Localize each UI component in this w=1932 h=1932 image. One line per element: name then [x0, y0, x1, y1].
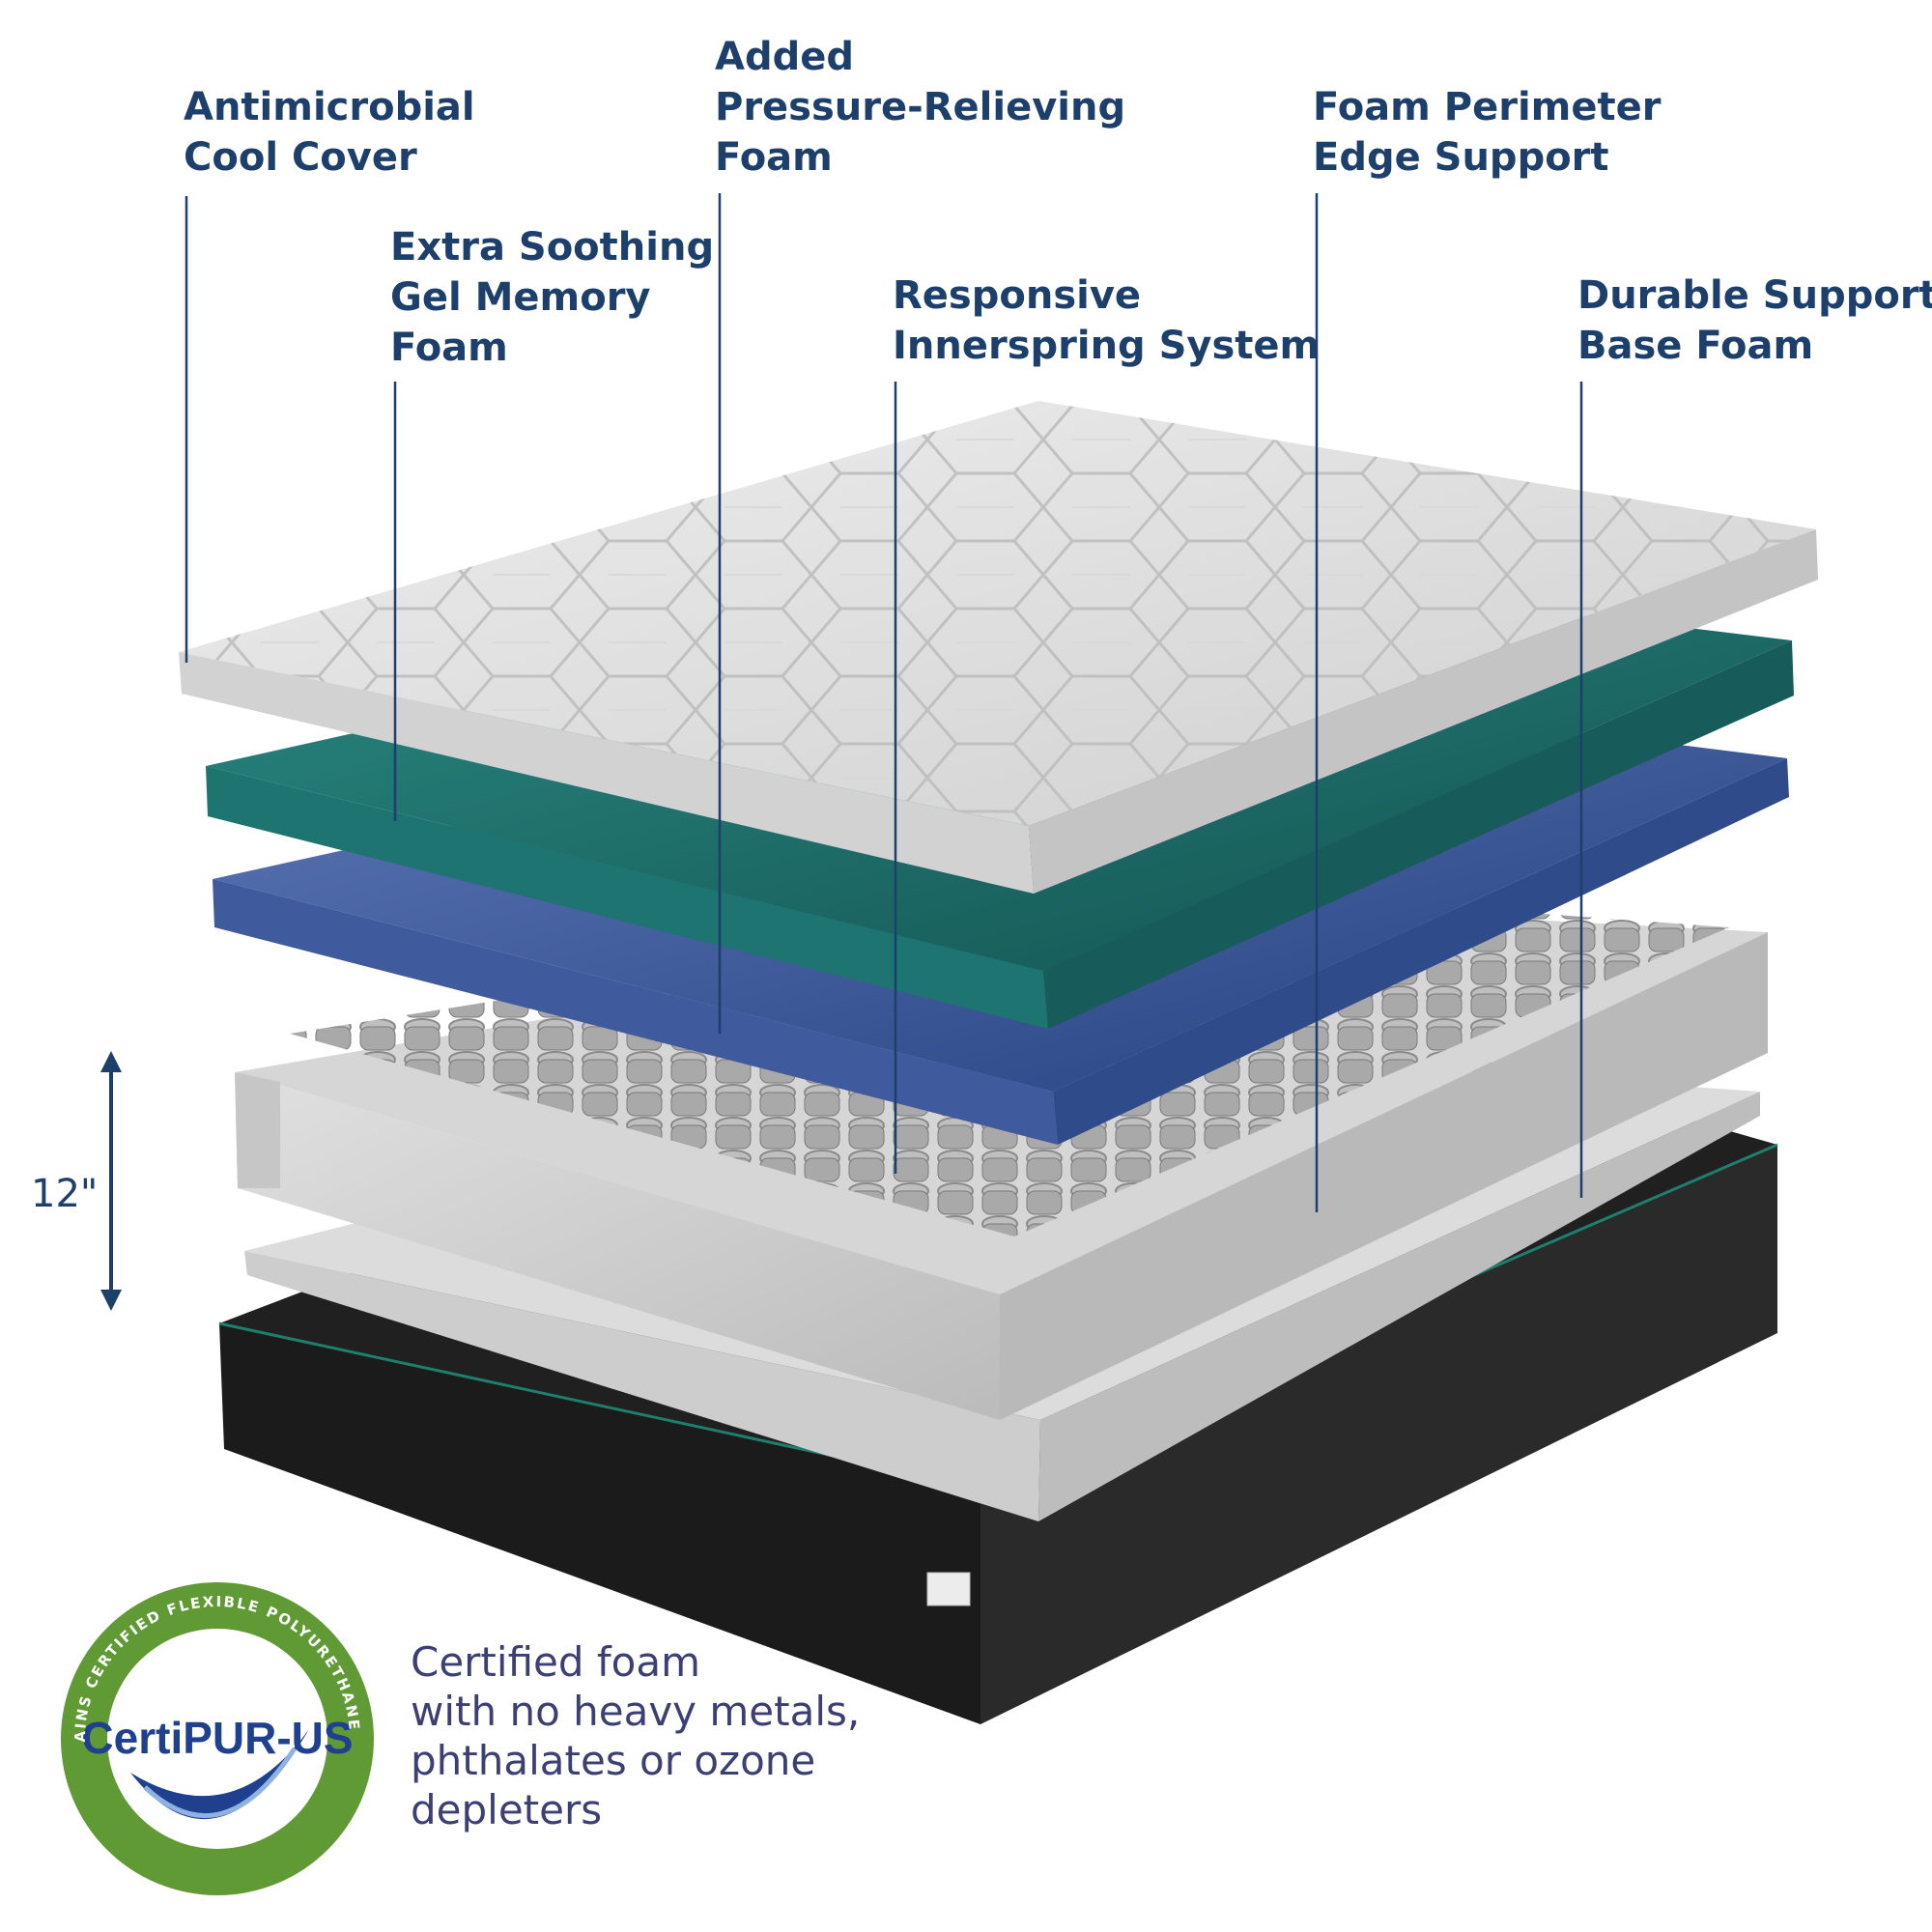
- cover-front: [179, 652, 1034, 894]
- label-line: Foam: [715, 135, 833, 180]
- description-line: depleters: [411, 1786, 603, 1833]
- label-innerspring: Responsive Innerspring System: [893, 270, 1320, 371]
- spring-frame-front: [235, 1072, 1000, 1420]
- label-antimicrobial-cover: Antimicrobial Cool Cover: [184, 82, 475, 183]
- label-line: Added: [715, 35, 854, 79]
- label-line: Extra Soothing: [390, 225, 715, 270]
- label-line: Edge Support: [1313, 135, 1609, 180]
- description-line: Certified foam: [411, 1638, 701, 1686]
- cover-hex-texture: [179, 401, 1816, 826]
- blue-foam-front: [213, 879, 1058, 1145]
- cool-cover-layer: [179, 401, 1818, 894]
- label-edge-support: Foam Perimeter Edge Support: [1313, 82, 1661, 183]
- gel-foam-front: [206, 766, 1048, 1029]
- label-line: Base Foam: [1577, 324, 1814, 368]
- gel-foam-side: [1043, 640, 1794, 1029]
- label-line: Durable Support: [1577, 273, 1932, 318]
- label-line: Foam Perimeter: [1313, 85, 1662, 129]
- height-label: 12": [31, 1172, 99, 1216]
- badge-swoosh-light-icon: [143, 1747, 298, 1819]
- height-arrow-up-icon: [100, 1051, 122, 1072]
- badge-name: CertiPUR-US: [81, 1713, 353, 1763]
- label-line: Antimicrobial: [184, 85, 475, 129]
- label-line: Innerspring System: [893, 324, 1321, 368]
- label-base-foam: Durable Support Base Foam: [1577, 270, 1932, 371]
- label-line: Gel Memory: [390, 275, 651, 320]
- spring-frame-side: [1000, 932, 1768, 1420]
- label-line: Pressure-Relieving: [715, 85, 1126, 129]
- description-line: with no heavy metals,: [411, 1688, 861, 1735]
- certification-description: Certified foam with no heavy metals, pht…: [411, 1637, 860, 1834]
- base-foam-front: [244, 1251, 1040, 1521]
- label-line: Responsive: [893, 273, 1142, 318]
- label-line: Foam: [390, 326, 508, 370]
- outer-base-front: [219, 1323, 980, 1724]
- base-foam-side: [1038, 1092, 1760, 1521]
- callout-leader-lines: [185, 193, 1583, 1212]
- height-indicator: [100, 1051, 122, 1311]
- outer-base-side: [980, 1145, 1777, 1724]
- label-line: Cool Cover: [184, 135, 417, 180]
- cover-side: [1029, 529, 1818, 894]
- blue-foam-side: [1053, 758, 1789, 1145]
- label-pressure-relieving-foam: Added Pressure-Relieving Foam: [715, 32, 1125, 183]
- description-line: phthalates or ozone: [411, 1737, 816, 1784]
- height-arrow-down-icon: [100, 1290, 122, 1311]
- spring-frame-end: [235, 1072, 280, 1188]
- outer-base-tag: [926, 1572, 971, 1606]
- label-gel-memory-foam: Extra Soothing Gel Memory Foam: [390, 222, 714, 373]
- badge-swoosh-icon: [130, 1729, 309, 1820]
